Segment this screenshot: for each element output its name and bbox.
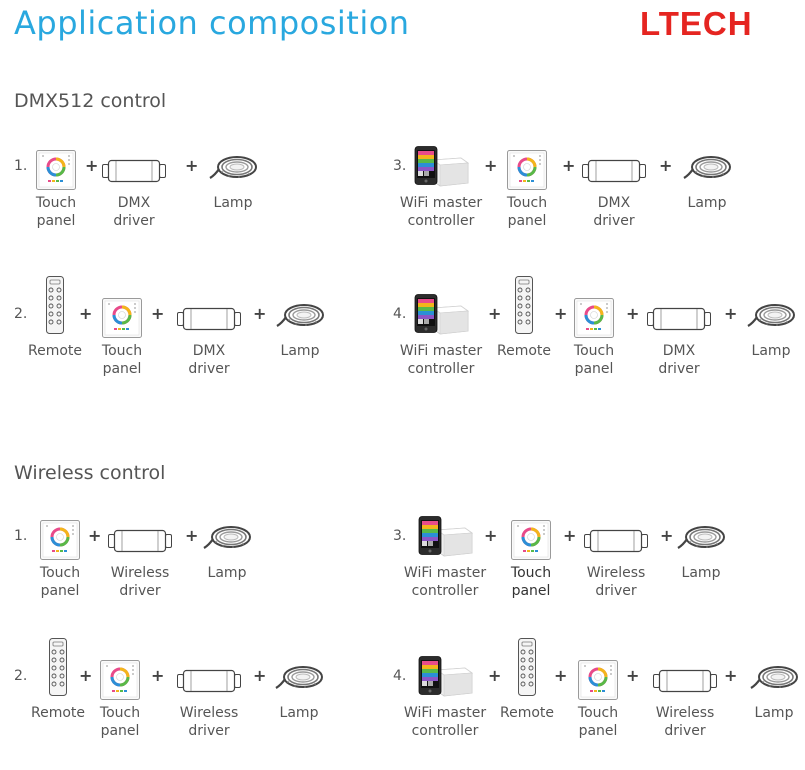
plus-sign: + xyxy=(79,666,93,685)
component-label: Wireless driver xyxy=(110,565,170,599)
component-label: DMX driver xyxy=(658,343,700,377)
plus-sign: + xyxy=(626,304,640,323)
component-label: Remote xyxy=(499,705,555,721)
plus-sign: + xyxy=(563,526,577,545)
plus-sign: + xyxy=(79,304,93,323)
component-label: Remote xyxy=(496,343,552,359)
component-label: Touch panel xyxy=(35,195,77,229)
combination-row: 3. WiFi master controller + Touch panel + DMX… xyxy=(0,146,805,260)
component-label: DMX driver xyxy=(113,195,155,229)
combination-row: 2. Remote + Touch panel + DMX driver + Lamp xyxy=(0,276,805,408)
page-title: Application composition xyxy=(14,4,410,42)
component-label: Touch panel xyxy=(101,343,143,377)
plus-sign: + xyxy=(253,666,267,685)
component-label: Touch panel xyxy=(99,705,141,739)
component-label: Wireless driver xyxy=(655,705,715,739)
component-label: Touch panel xyxy=(573,343,615,377)
plus-sign: + xyxy=(659,156,673,175)
component-label: Lamp xyxy=(213,195,253,211)
component-label: Touch panel xyxy=(506,195,548,229)
plus-sign: + xyxy=(660,526,674,545)
component-label: Lamp xyxy=(207,565,247,581)
component-label: Touch panel xyxy=(510,565,552,599)
component-label: Touch panel xyxy=(577,705,619,739)
combination-number: 3. xyxy=(393,158,407,174)
combination-row: 2. Remote + Touch panel + Wireless driver + Lam… xyxy=(0,638,805,770)
plus-sign: + xyxy=(562,156,576,175)
plus-sign: + xyxy=(151,304,165,323)
combination-number: 1. xyxy=(14,528,28,544)
combination-number: 2. xyxy=(14,306,28,322)
plus-sign: + xyxy=(85,156,99,175)
combination-number: 4. xyxy=(393,668,407,684)
plus-sign: + xyxy=(554,666,568,685)
component-label: Lamp xyxy=(280,343,320,359)
component-label: Lamp xyxy=(681,565,721,581)
combination-row: 1. Touch panel + Wireless driver + Lamp xyxy=(0,520,805,630)
combination-number: 1. xyxy=(14,158,28,174)
combination-row: 3. WiFi master controller + Touch panel + Wir… xyxy=(0,516,805,630)
component-label: WiFi master controller xyxy=(403,705,487,739)
component-label: DMX driver xyxy=(188,343,230,377)
section-heading-dmx512: DMX512 control xyxy=(14,90,167,112)
plus-sign: + xyxy=(724,666,738,685)
plus-sign: + xyxy=(626,666,640,685)
component-label: Wireless driver xyxy=(586,565,646,599)
component-label: WiFi master controller xyxy=(399,195,483,229)
plus-sign: + xyxy=(554,304,568,323)
component-label: Lamp xyxy=(687,195,727,211)
component-label: Touch panel xyxy=(39,565,81,599)
plus-sign: + xyxy=(488,304,502,323)
plus-sign: + xyxy=(484,526,498,545)
component-label: WiFi master controller xyxy=(399,343,483,377)
plus-sign: + xyxy=(253,304,267,323)
plus-sign: + xyxy=(151,666,165,685)
component-label: Lamp xyxy=(279,705,319,721)
component-label: Remote xyxy=(30,705,86,721)
combination-number: 3. xyxy=(393,528,407,544)
plus-sign: + xyxy=(724,304,738,323)
plus-sign: + xyxy=(488,666,502,685)
combination-number: 2. xyxy=(14,668,28,684)
section-heading-wireless: Wireless control xyxy=(14,462,166,484)
component-label: Remote xyxy=(27,343,83,359)
combination-number: 4. xyxy=(393,306,407,322)
combination-row: 4. WiFi master controller + Remote + Touch pa… xyxy=(0,276,805,408)
ltech-logo: LTECH xyxy=(640,5,753,42)
plus-sign: + xyxy=(185,526,199,545)
component-label: Lamp xyxy=(754,705,794,721)
plus-sign: + xyxy=(185,156,199,175)
component-label: WiFi master controller xyxy=(403,565,487,599)
combination-row: 4. WiFi master controller + Remote + Touch pa… xyxy=(0,638,805,770)
plus-sign: + xyxy=(484,156,498,175)
component-label: Lamp xyxy=(751,343,791,359)
combination-row: 1. Touch panel + DMX driver + Lamp xyxy=(0,150,805,260)
component-label: Wireless driver xyxy=(179,705,239,739)
application-composition-page: Application composition LTECH DMX512 con… xyxy=(0,4,805,739)
component-label: DMX driver xyxy=(593,195,635,229)
plus-sign: + xyxy=(88,526,102,545)
